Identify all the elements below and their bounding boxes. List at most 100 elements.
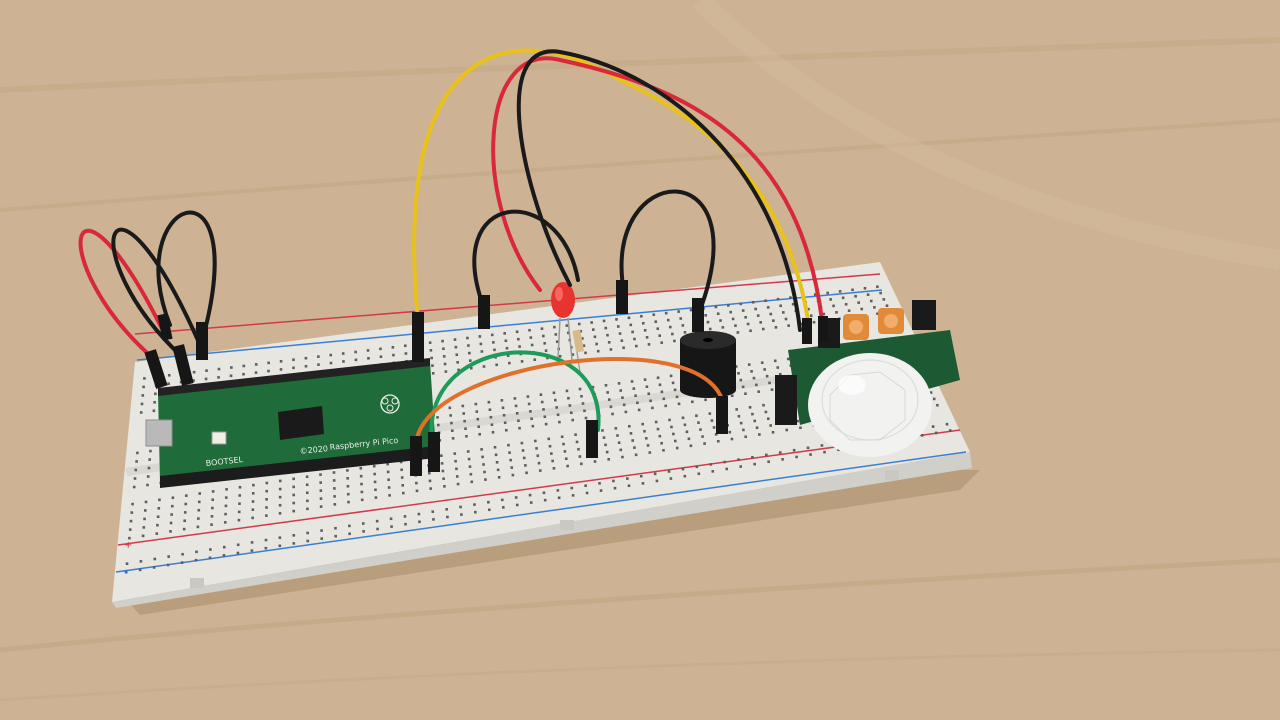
breadboard-hole <box>772 319 775 322</box>
breadboard-hole <box>634 394 637 398</box>
breadboard-hole <box>633 446 636 449</box>
breadboard-hole <box>847 309 851 312</box>
breadboard-hole <box>585 491 589 495</box>
breadboard-hole <box>593 335 597 339</box>
breadboard-hole <box>934 431 938 435</box>
breadboard-hole <box>754 307 757 311</box>
breadboard-hole <box>428 341 432 344</box>
breadboard-hole <box>621 455 624 459</box>
breadboard-hole <box>768 381 771 385</box>
breadboard-hole <box>580 394 583 398</box>
breadboard-hole <box>348 524 351 528</box>
breadboard-hole <box>866 293 870 296</box>
breadboard-hole <box>719 319 722 322</box>
breadboard-hole <box>374 496 378 499</box>
breadboard-hole <box>813 293 817 296</box>
breadboard-hole <box>482 365 486 368</box>
breadboard-hole <box>265 506 268 509</box>
breadboard-hole <box>641 482 645 485</box>
breadboard-hole <box>360 482 363 486</box>
breadboard-hole <box>183 519 187 523</box>
breadboard-hole <box>167 382 170 386</box>
breadboard-hole <box>667 470 671 473</box>
breadboard-hole <box>647 343 651 346</box>
breadboard-hole <box>306 531 309 535</box>
breadboard-hole <box>319 497 323 500</box>
breadboard-hole <box>751 300 755 304</box>
breadboard-hole <box>166 563 170 567</box>
breadboard-hole <box>844 302 848 306</box>
breadboard-hole <box>359 467 363 470</box>
breadboard-hole <box>578 387 582 391</box>
breadboard-hole <box>555 406 558 409</box>
breadboard-hole <box>442 477 445 480</box>
pico-header-pins-top <box>158 358 430 396</box>
breadboard-hole <box>851 288 854 292</box>
breadboard-hole <box>770 388 774 391</box>
breadboard-hole <box>644 437 648 440</box>
breadboard-hole <box>764 299 767 303</box>
breadboard-hole <box>509 458 512 462</box>
breadboard-hole <box>630 380 634 383</box>
breadboard-hole <box>442 347 445 351</box>
breadboard-hole <box>460 513 463 516</box>
breadboard-hole <box>480 350 484 353</box>
breadboard-hole <box>306 499 309 503</box>
breadboard-hole <box>171 496 175 500</box>
breadboard-hole <box>662 397 666 401</box>
breadboard-hole <box>735 408 738 411</box>
breadboard-hole <box>675 446 679 450</box>
breadboard-hole <box>876 312 879 316</box>
breadboard-hole <box>156 523 159 527</box>
wire-black-left <box>111 227 202 357</box>
wire-black-long <box>516 49 802 332</box>
breadboard-hole <box>689 444 693 448</box>
breadboard-hole <box>691 400 694 404</box>
breadboard-hole <box>468 465 472 468</box>
bootsel-label: BOOTSEL <box>205 455 244 468</box>
breadboard-hole <box>547 437 551 441</box>
breadboard-hole <box>197 517 200 520</box>
breadboard-hole <box>756 314 760 317</box>
breadboard-hole <box>731 317 735 321</box>
breadboard-hole <box>506 354 510 357</box>
breadboard-hole <box>727 304 730 307</box>
breadboard-hole <box>739 302 743 306</box>
breadboard-hole <box>373 480 377 484</box>
breadboard-hole <box>399 460 403 464</box>
breadboard-hole <box>725 467 729 471</box>
breadboard-hole <box>782 311 785 314</box>
breadboard-hole <box>658 383 662 387</box>
breadboard-hole <box>334 526 337 530</box>
breadboard-hole <box>762 403 765 407</box>
breadboard-hole <box>210 515 214 518</box>
breadboard-hole <box>488 408 492 412</box>
breadboard-hole <box>418 520 421 524</box>
breadboard-hole <box>704 314 708 317</box>
breadboard-hole <box>604 443 607 447</box>
breadboard-hole <box>710 419 714 422</box>
breadboard-hole <box>319 473 322 476</box>
breadboard-hole <box>474 510 477 514</box>
breadboard-hole <box>751 412 754 416</box>
breadboard-hole <box>521 449 525 452</box>
wire-black-mid <box>472 209 580 310</box>
breadboard-hole <box>502 413 506 417</box>
breadboard-hole <box>660 341 663 344</box>
breadboard-hole <box>167 373 171 377</box>
breadboard-hole <box>607 398 611 401</box>
breadboard-hole <box>230 366 233 369</box>
breadboard-hole <box>602 319 606 323</box>
breadboard-hole <box>714 305 718 309</box>
breadboard-hole <box>920 434 924 437</box>
breadboard-hole <box>753 419 757 423</box>
breadboard-hole <box>778 451 782 454</box>
breadboard-hole <box>347 500 350 504</box>
breadboard-hole <box>403 515 407 518</box>
breadboard-hole <box>278 503 282 507</box>
breadboard-hole <box>278 544 282 548</box>
breadboard-hole <box>571 353 575 356</box>
breadboard-hole <box>755 426 759 430</box>
breadboard-hole <box>134 468 138 472</box>
breadboard-hole <box>210 523 213 526</box>
